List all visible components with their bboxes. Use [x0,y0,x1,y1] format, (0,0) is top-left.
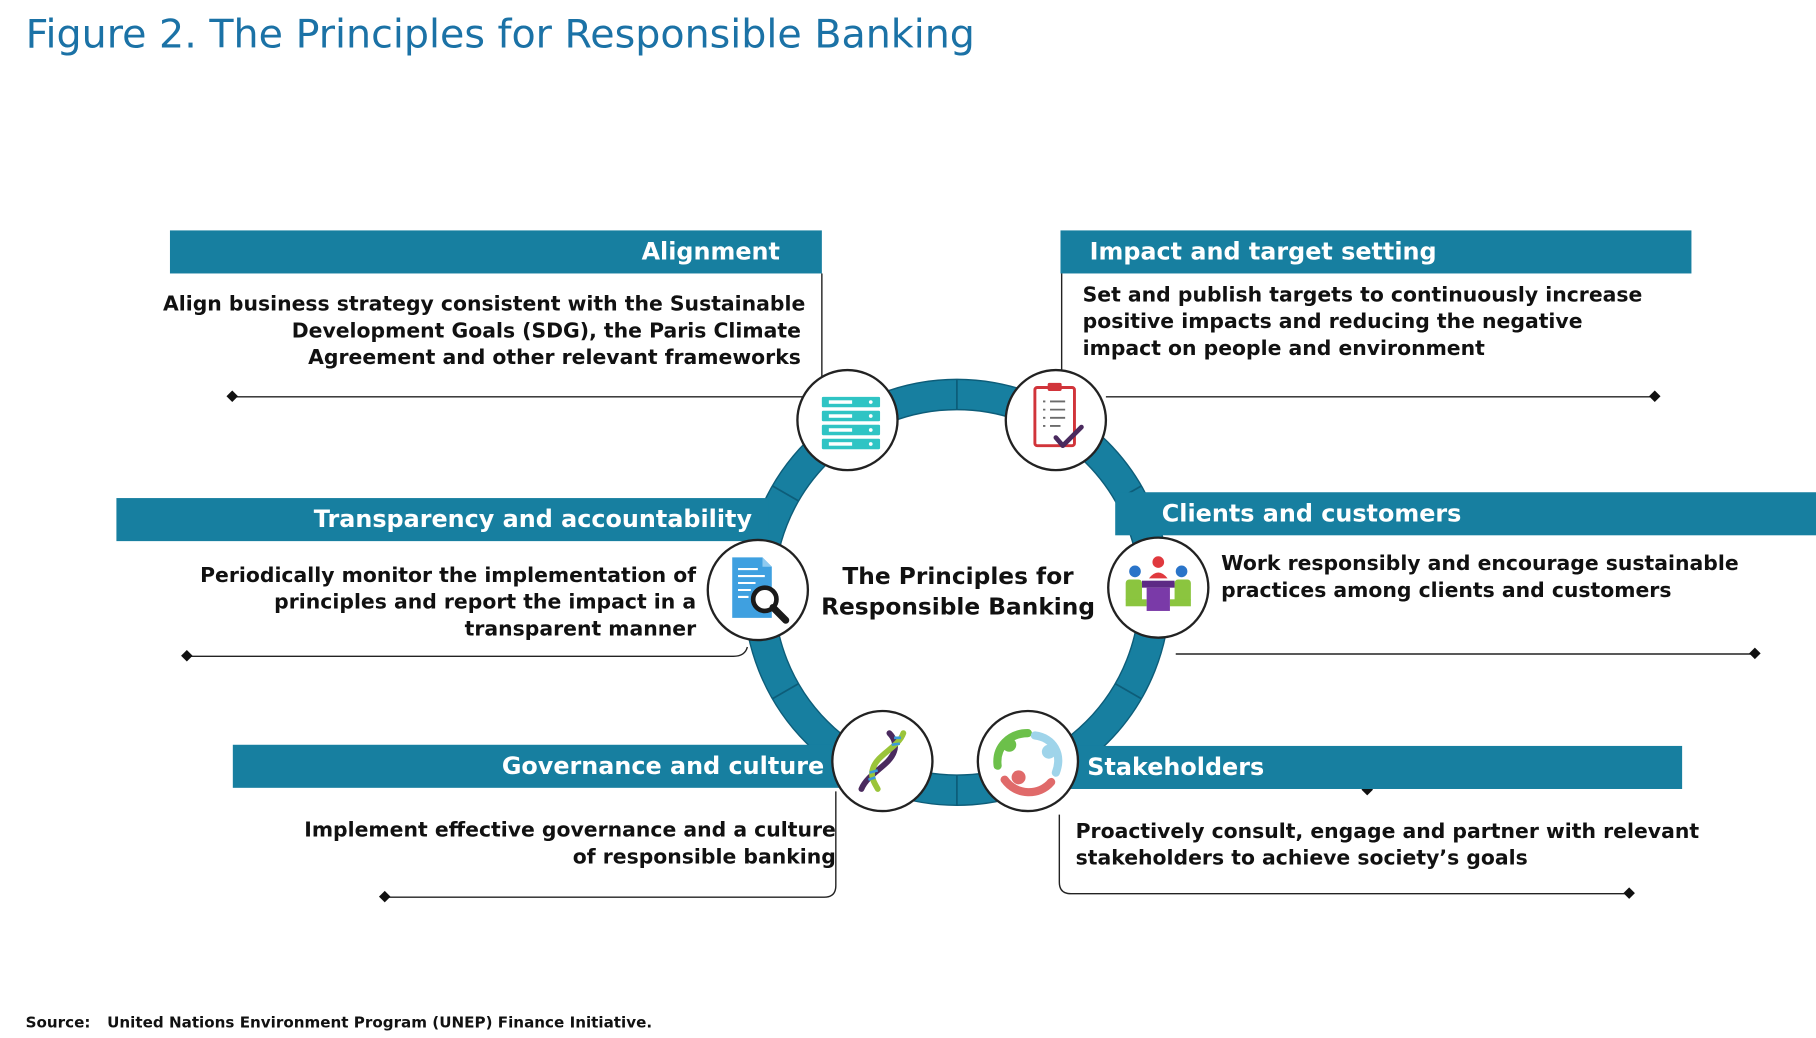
server-stack-icon [821,396,881,450]
endpoint-diamond [181,649,193,662]
checklist-clipboard-icon [1033,382,1084,449]
connector-transparency [186,646,749,658]
figure-title: Figure 2. The Principles for Responsible… [25,11,975,59]
people-circle-icon [993,729,1063,797]
transparency-icon-circle [706,538,810,642]
stakeholders-heading: Stakeholders [1047,745,1683,789]
stakeholders-description: Proactively consult, engage and partner … [1075,820,1700,871]
transparency-heading: Transparency and accountability [116,498,769,542]
governance-description: Implement effective governance and a cul… [304,819,836,870]
source-note: Source: United Nations Environment Progra… [26,1015,652,1032]
dna-icon [858,730,907,792]
impact-icon-circle [1004,368,1108,472]
document-magnifier-icon [732,557,790,624]
ring-segment-divider [771,682,800,700]
ring-segment-divider [1114,682,1142,700]
meeting-people-icon [1125,556,1191,611]
stakeholders-icon-circle [976,709,1080,813]
transparency-description: Periodically monitor the implementation … [200,564,697,642]
connector-stakeholders [1058,814,1630,895]
governance-heading: Governance and culture [232,744,841,788]
endpoint-diamond [378,890,391,903]
endpoint-diamond [226,390,238,402]
connector-governance [384,791,837,898]
ring-segment-divider [771,485,800,502]
alignment-description: Align business strategy consistent with … [162,293,806,371]
endpoint-diamond [1623,887,1635,899]
alignment-heading: Alignment [169,230,822,274]
clients-description: Work responsibly and encourage sustainab… [1221,552,1739,603]
governance-icon-circle [831,709,934,813]
impact-description: Set and publish targets to continuously … [1082,283,1643,361]
center-title: The Principles for Responsible Banking [821,562,1096,621]
clients-heading: Clients and customers [1115,492,1816,536]
clients-icon-circle [1107,536,1210,639]
alignment-icon-circle [796,368,899,472]
source-label: Source: [25,1014,91,1033]
endpoint-diamond [1749,647,1761,660]
source-text: United Nations Environment Program (UNEP… [107,1014,653,1033]
impact-heading: Impact and target setting [1060,230,1692,274]
endpoint-diamond [1649,390,1661,402]
